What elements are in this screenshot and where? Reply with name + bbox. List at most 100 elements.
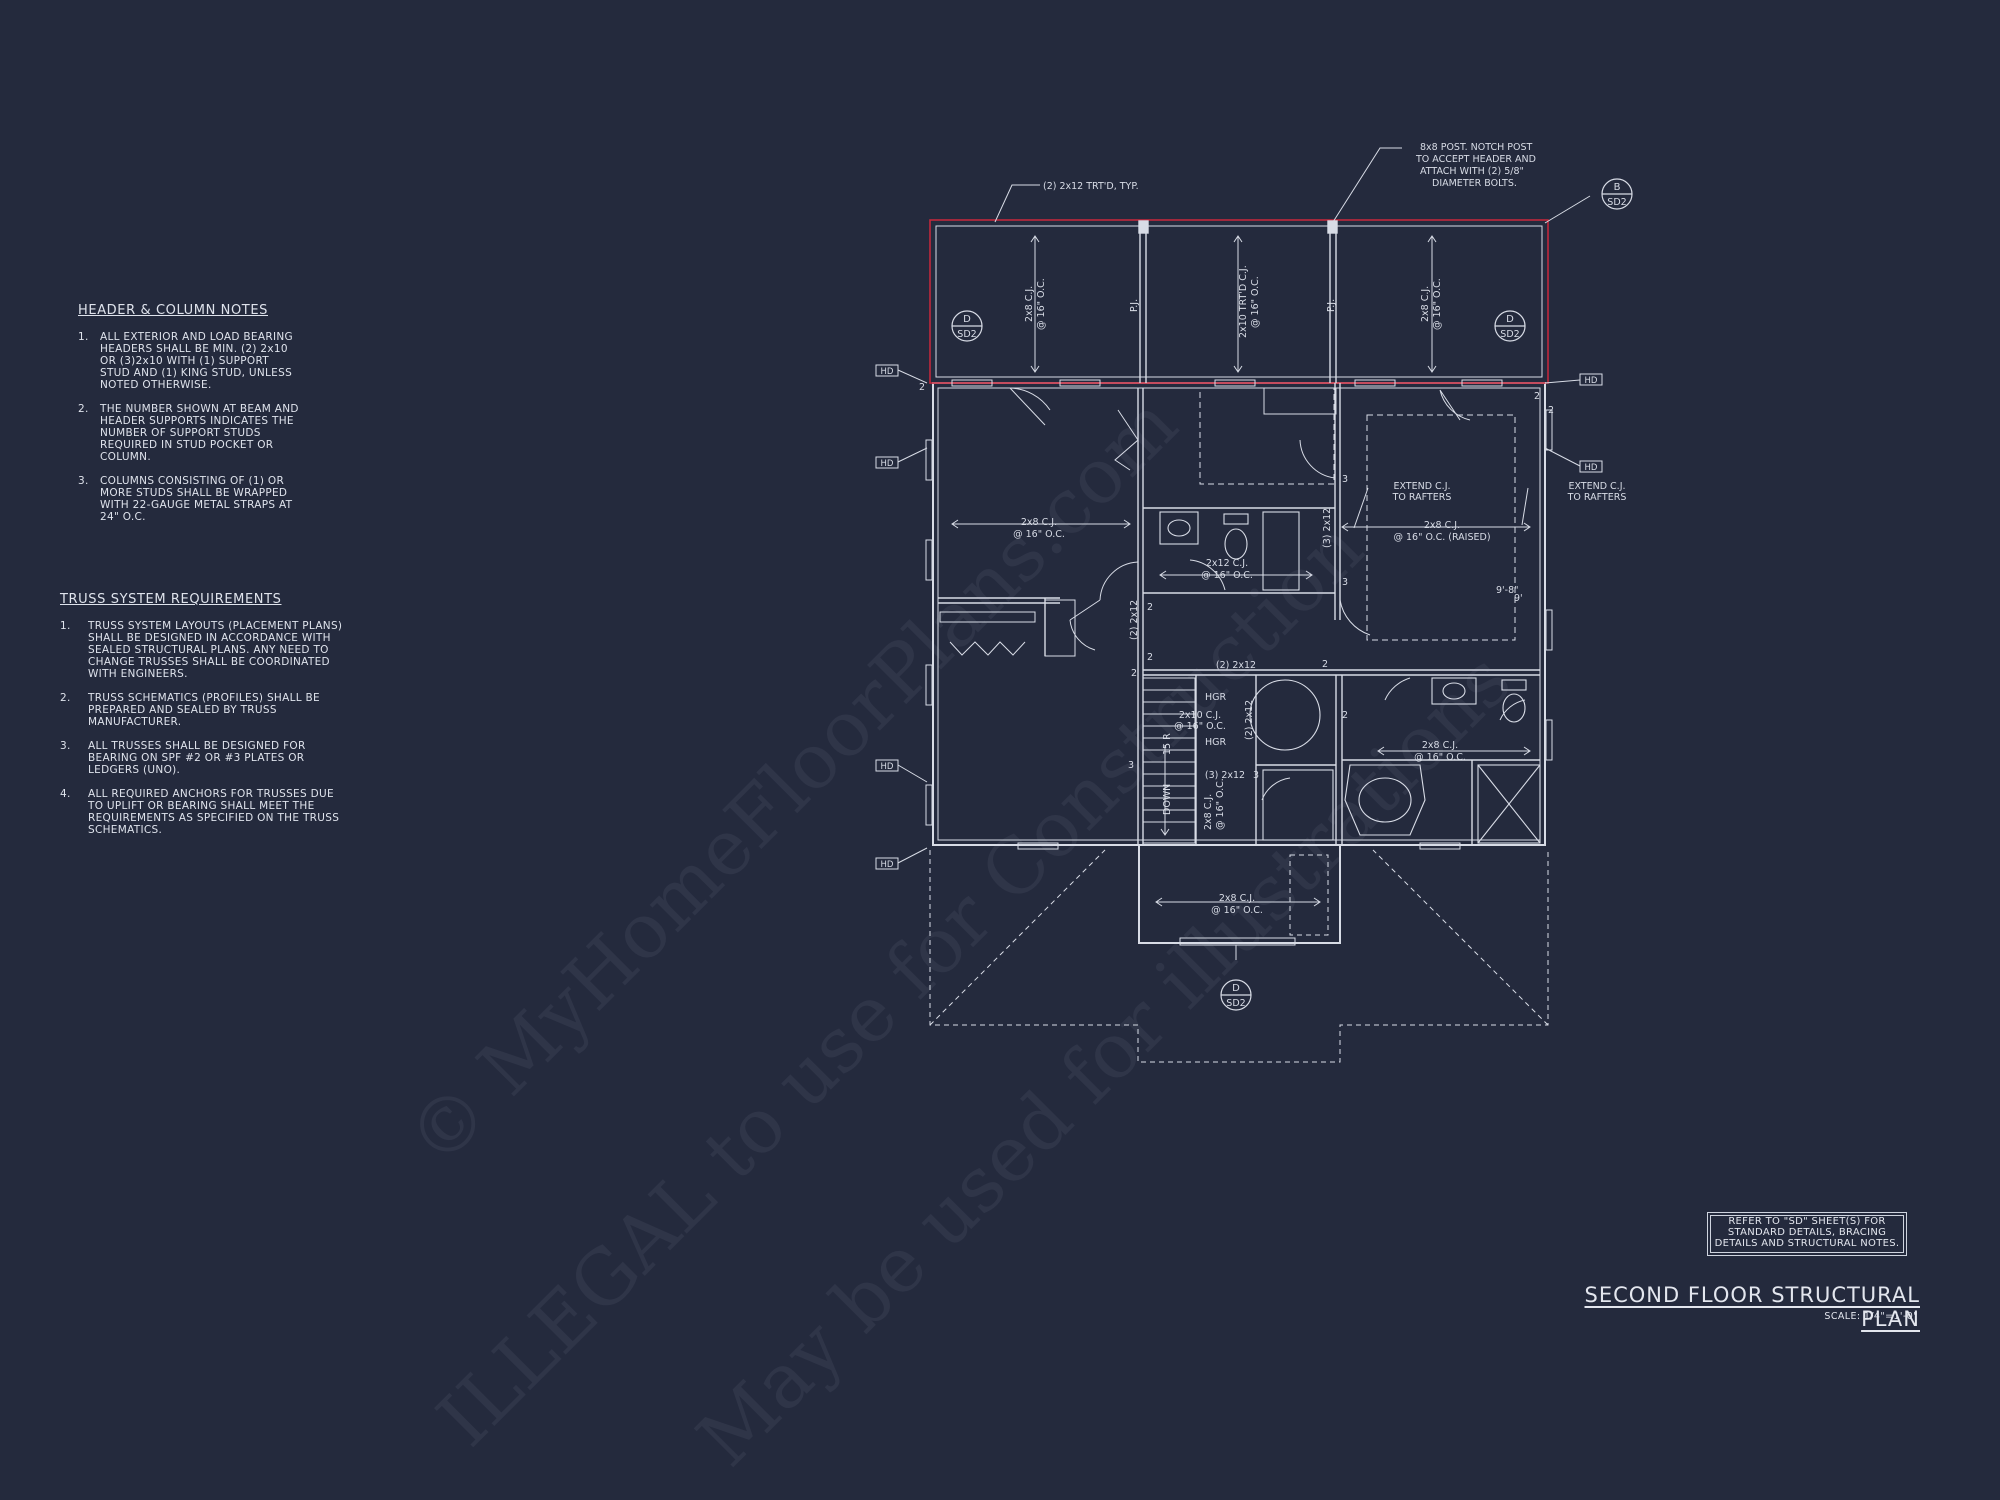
joist-spacing: @ 16" O.C. <box>1414 752 1466 763</box>
header-label: (2) 2x12 <box>1216 660 1256 671</box>
hanger-label: HGR <box>1205 737 1227 748</box>
note-text: COLUMNS CONSISTING OF (1) OR MORE STUDS … <box>100 475 293 523</box>
note-text: TRUSS SYSTEM LAYOUTS (PLACEMENT PLANS) S… <box>88 620 343 680</box>
support-count: 3 <box>1342 474 1348 485</box>
extend-note: EXTEND C.J. <box>1568 481 1625 492</box>
note-item: 1.ALL EXTERIOR AND LOAD BEARING HEADERS … <box>78 331 300 391</box>
marker-letter: B <box>1614 182 1621 193</box>
truss-system-notes: TRUSS SYSTEM REQUIREMENTS 1.TRUSS SYSTEM… <box>60 593 348 848</box>
note-item: 4. ALL REQUIRED ANCHORS FOR TRUSSES DUE T… <box>60 788 348 836</box>
joist-size: 2x8 C.J. <box>1422 740 1458 751</box>
note-item: 1. TRUSS SYSTEM LAYOUTS (PLACEMENT PLANS)… <box>60 620 348 680</box>
stair-direction: DOWN <box>1162 784 1173 815</box>
support-count: 2 <box>1322 659 1328 670</box>
support-count: 3 <box>1128 760 1134 771</box>
roof-outline <box>929 849 1549 1063</box>
joist-size: 2x10 TRT'D C.J. <box>1238 265 1249 338</box>
hold-down-tags <box>875 364 1603 870</box>
bathroom-fixtures <box>1159 511 1541 844</box>
header-label: (2) 2x12 <box>1129 600 1140 640</box>
note-number: 2. <box>78 403 89 415</box>
joist-spacing: @ 16" O.C. <box>1250 276 1261 328</box>
marker-sheet: SD2 <box>1500 329 1519 340</box>
note-text: ALL REQUIRED ANCHORS FOR TRUSSES DUE TO … <box>88 788 340 836</box>
joist-size: 2x8 C.J. <box>1024 286 1035 322</box>
stair-risers: 15 R <box>1162 733 1173 755</box>
joist-spacing: @ 16" O.C. <box>1215 778 1226 830</box>
section-marker-d: D SD2 <box>1220 979 1252 1011</box>
ceiling-height: 9' <box>1514 593 1523 604</box>
plan-title: SECOND FLOOR STRUCTURAL PLAN <box>1584 1283 1920 1331</box>
support-count: 2 <box>919 382 925 393</box>
post-joist: P.J. <box>1326 299 1337 312</box>
support-count: 2 <box>1131 668 1137 679</box>
section-marker-d: D SD2 <box>951 310 983 342</box>
windows <box>925 379 1553 946</box>
post-joist: P.J. <box>1129 299 1140 312</box>
joist-spacing: @ 16" O.C. <box>1211 905 1263 916</box>
post-note: TO ACCEPT HEADER AND <box>1415 154 1536 165</box>
hd-label: HD <box>881 367 894 377</box>
header-label: (2) 2x12 <box>1244 700 1255 740</box>
joist-spacing: @ 16" O.C. <box>1432 278 1443 330</box>
post-note: 8x8 POST. NOTCH POST <box>1420 142 1533 153</box>
support-count: 2 <box>1342 710 1348 721</box>
support-count: 3 <box>1253 770 1259 781</box>
rotated-labels: 2x8 C.J. @ 16" O.C. 2x10 TRT'D C.J. @ 16… <box>1024 265 1443 830</box>
joist-spacing: @ 16" O.C. <box>1036 278 1047 330</box>
joist-arrows <box>951 235 1531 907</box>
joist-spacing: @ 16" O.C. <box>1201 570 1253 581</box>
marker-sheet: SD2 <box>1607 197 1626 208</box>
note-number: 4. <box>60 788 71 800</box>
note-number: 3. <box>78 475 89 487</box>
note-number: 3. <box>60 740 71 752</box>
header-notes-title: HEADER & COLUMN NOTES <box>78 303 268 318</box>
joist-size: 2x12 C.J. <box>1206 558 1248 569</box>
ceiling-height: 9'-8" <box>1496 585 1519 596</box>
deck-beam <box>929 219 1549 384</box>
door-swings <box>1009 387 1526 801</box>
note-text: TRUSS SCHEMATICS (PROFILES) SHALL BE PRE… <box>88 692 320 728</box>
support-count: 2 <box>1548 405 1554 416</box>
hd-label: HD <box>881 459 894 469</box>
reference-note-box: REFER TO "SD" SHEET(S) FOR STANDARD DETA… <box>1707 1212 1907 1256</box>
reference-note: REFER TO "SD" SHEET(S) FOR STANDARD DETA… <box>1714 1216 1900 1249</box>
joist-size: 2x8 C.J. <box>1021 517 1057 528</box>
joist-size: 2x8 C.J. <box>1420 286 1431 322</box>
hd-label: HD <box>881 860 894 870</box>
note-item: 3.ALL TRUSSES SHALL BE DESIGNED FOR BEAR… <box>60 740 348 776</box>
hd-label: HD <box>1585 376 1598 386</box>
note-text: THE NUMBER SHOWN AT BEAM AND HEADER SUPP… <box>100 403 299 463</box>
hd-label: HD <box>881 762 894 772</box>
interior-walls <box>938 383 1540 936</box>
note-item: 2. THE NUMBER SHOWN AT BEAM AND HEADER SU… <box>78 403 300 463</box>
joist-size: 2x8 C.J. <box>1203 794 1214 830</box>
post-note: DIAMETER BOLTS. <box>1432 178 1517 189</box>
marker-letter: D <box>1232 983 1240 994</box>
plan-scale: SCALE: 1/4"=1'-0" <box>1824 1311 1918 1322</box>
support-count: 2 <box>1147 652 1153 663</box>
joist-size: 2x8 C.J. <box>1219 893 1255 904</box>
leader-lines <box>897 147 1591 960</box>
note-item: 3. COLUMNS CONSISTING OF (1) OR MORE STUD… <box>78 475 300 523</box>
note-number: 1. <box>60 620 71 632</box>
section-marker-d: D SD2 <box>1494 310 1526 342</box>
joist-size: 2x10 C.J. <box>1179 710 1221 721</box>
stairs <box>1142 677 1196 844</box>
hanger-label: HGR <box>1205 692 1227 703</box>
note-item: 2.TRUSS SCHEMATICS (PROFILES) SHALL BE P… <box>60 692 348 728</box>
joist-spacing: @ 16" O.C. <box>1174 721 1226 732</box>
joist-size: 2x8 C.J. <box>1424 520 1460 531</box>
post-note: ATTACH WITH (2) 5/8" <box>1420 166 1524 177</box>
support-count: 3 <box>1342 577 1348 588</box>
marker-letter: D <box>1506 314 1514 325</box>
marker-letter: D <box>963 314 971 325</box>
closet <box>939 599 1076 657</box>
marker-sheet: SD2 <box>1226 998 1245 1009</box>
header-label: (3) 2x12 <box>1205 770 1245 781</box>
support-count: 2 <box>1534 391 1540 402</box>
support-count: 2 <box>1147 602 1153 613</box>
joist-spacing: @ 16" O.C. <box>1013 529 1065 540</box>
section-marker-b: B SD2 <box>1601 178 1633 210</box>
